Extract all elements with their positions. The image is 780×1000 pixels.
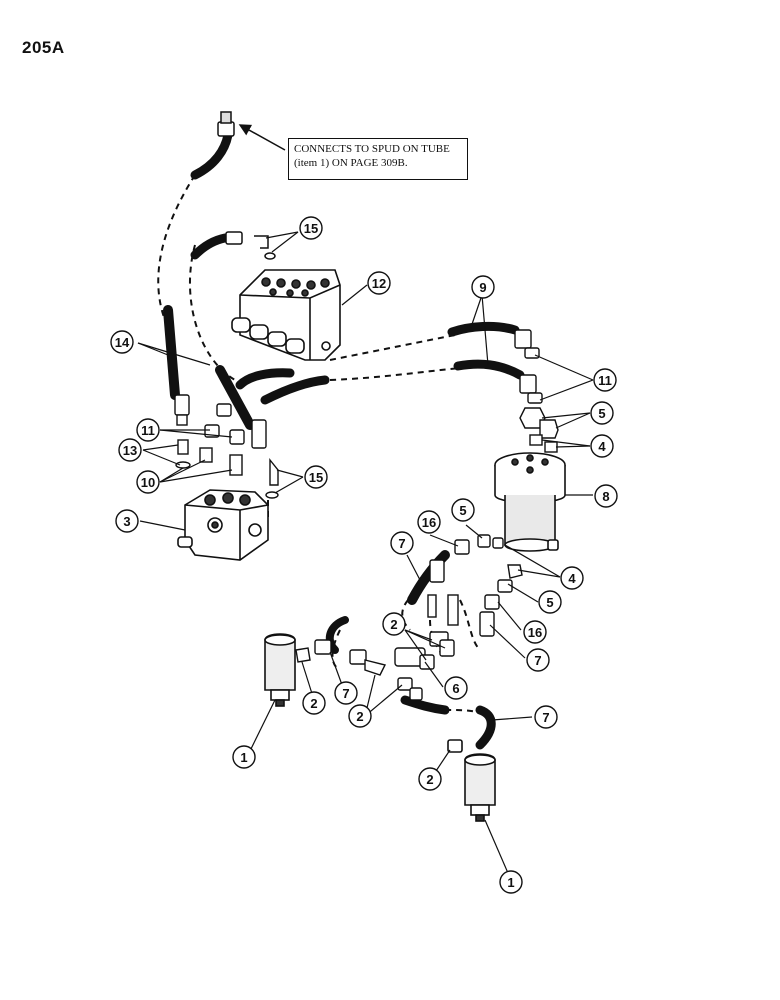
label-7-right-mid: 7 <box>534 653 541 668</box>
callout-15-lower: 15 <box>304 465 328 489</box>
label-2-bottom: 2 <box>426 772 433 787</box>
callout-10: 10 <box>136 470 160 494</box>
callout-5-top: 5 <box>590 401 614 425</box>
callout-4-top: 4 <box>590 434 614 458</box>
label-16-upper: 16 <box>422 515 436 530</box>
valve-body-3 <box>177 489 269 561</box>
canister-8 <box>494 452 566 552</box>
callout-5-middle: 5 <box>451 498 475 522</box>
callout-9: 9 <box>471 275 495 299</box>
callout-16-lower: 16 <box>523 620 547 644</box>
callout-2-left: 2 <box>302 691 326 715</box>
callout-13: 13 <box>118 438 142 462</box>
label-7-upper: 7 <box>398 536 405 551</box>
callout-2-bottom: 2 <box>418 767 442 791</box>
callout-8: 8 <box>594 484 618 508</box>
callout-2-lower: 2 <box>348 704 372 728</box>
label-1-bottom: 1 <box>507 875 514 890</box>
callout-box: CONNECTS TO SPUD ON TUBE (item 1) ON PAG… <box>288 138 468 180</box>
label-3: 3 <box>123 514 130 529</box>
callout-7-right-low: 7 <box>534 705 558 729</box>
callout-3: 3 <box>115 509 139 533</box>
label-4-top: 4 <box>598 439 606 454</box>
valve3-fittings <box>174 394 279 499</box>
label-9: 9 <box>479 280 486 295</box>
actuator-1-right <box>447 739 496 822</box>
canister-base-fittings <box>427 534 523 637</box>
label-15-lower: 15 <box>309 470 323 485</box>
label-5-top: 5 <box>598 406 605 421</box>
fittings-15-top <box>225 231 276 260</box>
callout-7-right-mid: 7 <box>526 648 550 672</box>
label-11-right: 11 <box>598 373 612 388</box>
label-15-top: 15 <box>304 221 318 236</box>
callout-11-right: 11 <box>593 368 617 392</box>
label-10: 10 <box>141 475 155 490</box>
label-12: 12 <box>372 276 386 291</box>
actuator-1-left <box>264 633 296 707</box>
callout-4-lower: 4 <box>560 566 584 590</box>
label-4-lower: 4 <box>568 571 576 586</box>
label-8: 8 <box>602 489 609 504</box>
label-7-left: 7 <box>342 686 349 701</box>
callout-16-upper: 16 <box>417 510 441 534</box>
label-2-lower: 2 <box>356 709 363 724</box>
callout-15-top: 15 <box>299 216 323 240</box>
thick-hoses <box>163 130 525 750</box>
callout-7-upper: 7 <box>390 531 414 555</box>
callout-5-lower: 5 <box>538 590 562 614</box>
label-16-lower: 16 <box>528 625 542 640</box>
callout-line-1: CONNECTS TO SPUD ON TUBE <box>294 143 450 155</box>
page-number: 205A <box>22 38 65 57</box>
callout-14: 14 <box>110 330 134 354</box>
label-13: 13 <box>123 443 137 458</box>
label-2-left: 2 <box>310 696 317 711</box>
control-valve-12 <box>231 269 341 361</box>
callout-1-bottom: 1 <box>499 870 523 894</box>
label-7-right-low: 7 <box>542 710 549 725</box>
label-5-lower: 5 <box>546 595 553 610</box>
label-6: 6 <box>452 681 459 696</box>
center-fittings-6 <box>295 631 455 701</box>
label-2-center: 2 <box>390 617 397 632</box>
callout-11-left: 11 <box>136 418 160 442</box>
callout-1-left: 1 <box>232 745 256 769</box>
part-callouts: 15 12 9 14 11 5 4 8 11 13 10 15 3 16 5 7… <box>110 216 618 894</box>
callout-7-left: 7 <box>334 681 358 705</box>
callout-line-2: (item 1) ON PAGE 309B. <box>294 157 408 169</box>
callout-2-center: 2 <box>382 612 406 636</box>
label-11-left: 11 <box>141 423 155 438</box>
top-fitting <box>217 111 235 137</box>
label-14: 14 <box>115 335 130 350</box>
label-1-left: 1 <box>240 750 247 765</box>
callout-12: 12 <box>367 271 391 295</box>
callout-6: 6 <box>444 676 468 700</box>
label-5-middle: 5 <box>459 503 466 518</box>
right-fittings <box>514 329 559 453</box>
